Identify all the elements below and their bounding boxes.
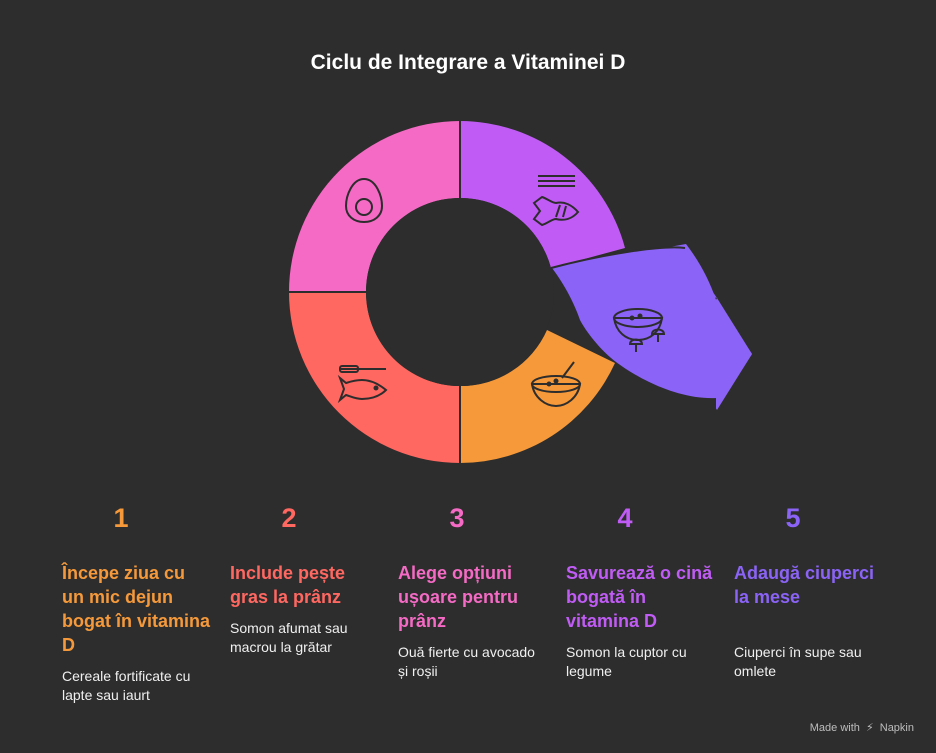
step-number: 4 [617, 503, 633, 533]
diagram-title: Ciclu de Integrare a Vitaminei D [310, 51, 626, 74]
step-heading: Savurează o cină bogată în vitamina D [566, 563, 713, 631]
cycle-segment-4 [460, 121, 625, 268]
fish-knife-icon [337, 365, 388, 404]
mushroom-soup-icon [612, 308, 666, 352]
porridge-bowl-icon [530, 361, 582, 408]
egg-icon [344, 177, 384, 224]
step-description: Somon afumat sau macrou la grătar [230, 620, 348, 655]
step-description: Ouă fierte cu avocado și roșii [398, 644, 535, 679]
step-number: 2 [281, 503, 297, 533]
step-description: Cereale fortificate cu lapte sau iaurt [62, 668, 191, 703]
step-number: 5 [785, 503, 801, 533]
step-description: Somon la cuptor cu legume [566, 644, 687, 679]
cycle-segment-3 [289, 121, 460, 292]
baked-fish-icon [532, 175, 580, 227]
step-heading: Alege opțiuni ușoare pentru prânz [398, 563, 519, 631]
made-with-label: Made with [809, 722, 860, 734]
cycle-segment-2 [289, 292, 460, 463]
arrow-head [716, 300, 752, 410]
step-heading: Include pește gras la prânz [230, 563, 346, 607]
step-number: 1 [113, 503, 129, 533]
arrow-shape [552, 247, 752, 410]
step-number: 3 [449, 503, 465, 533]
step-heading: Adaugă ciuperci la mese [734, 563, 875, 607]
step-heading: Începe ziua cu un mic dejun bogat în vit… [62, 563, 211, 655]
napkin-watermark[interactable]: Made with ⚡ Napkin [810, 721, 914, 734]
napkin-brand: Napkin [879, 722, 914, 734]
napkin-logo-icon: ⚡ [865, 722, 874, 734]
step-description: Ciuperci în supe sau omlete [734, 644, 862, 679]
